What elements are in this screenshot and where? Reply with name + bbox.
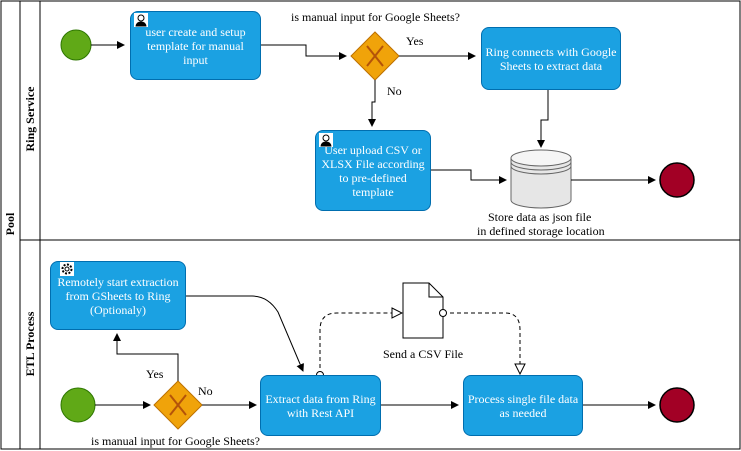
- end-event-etl: [659, 387, 695, 423]
- end-event-ring: [659, 162, 695, 198]
- message-flow-doc-origin: [439, 309, 447, 317]
- task-process-file-label: Process single file data as needed: [467, 391, 579, 420]
- start-event-etl: [60, 387, 96, 423]
- task-user-upload-label: User upload CSV or XLSX File according t…: [321, 142, 425, 199]
- exclusive-gateway-bottom: [153, 380, 203, 430]
- task-setup-template[interactable]: user create and setup template for manua…: [130, 11, 261, 80]
- task-user-upload[interactable]: User upload CSV or XLSX File according t…: [315, 130, 431, 211]
- gateway-top-no-label: No: [387, 84, 402, 98]
- lane-label-etl-process: ETL Process: [23, 311, 37, 377]
- message-label: Send a CSV File: [383, 347, 464, 361]
- lane-label-ring-service: Ring Service: [23, 86, 37, 152]
- gateway-bottom-yes-label: Yes: [146, 367, 164, 381]
- datastore-label-line1: Store data as json file: [488, 210, 592, 224]
- task-ring-connects-label: Ring connects with Google Sheets to extr…: [485, 44, 617, 73]
- datastore-label-line2: in defined storage location: [477, 224, 605, 238]
- flow-setup-to-gateway: [261, 44, 347, 60]
- flow-upload-to-store: [431, 169, 507, 184]
- user-task-icon: [319, 133, 333, 147]
- gateway-top-question: is manual input for Google Sheets?: [291, 10, 460, 24]
- gateway-bottom-no-label: No: [198, 384, 213, 398]
- task-remote-start-label: Remotely start extraction from GSheets t…: [57, 274, 179, 317]
- start-event-ring: [60, 29, 92, 61]
- flow-connect-to-store: [537, 90, 549, 148]
- gateway-bottom-question: is manual input for Google Sheets?: [91, 434, 260, 448]
- message-flow-to-document: [319, 313, 402, 375]
- exclusive-gateway-top: [350, 31, 400, 81]
- gateway-top-yes-label: Yes: [406, 34, 424, 48]
- task-extract-data[interactable]: Extract data from Ring with Rest API: [260, 375, 381, 436]
- pool-label: Pool: [3, 212, 17, 236]
- flow-gateway-no: [368, 80, 376, 127]
- datastore-icon: [510, 149, 572, 209]
- task-extract-data-label: Extract data from Ring with Rest API: [265, 391, 376, 420]
- task-setup-template-label: user create and setup template for manua…: [145, 24, 246, 67]
- service-task-gear-icon: [60, 262, 74, 276]
- flow-remote-to-extract: [186, 295, 304, 372]
- task-process-file[interactable]: Process single file data as needed: [463, 375, 583, 436]
- message-flow-to-process: [443, 312, 520, 374]
- message-document-icon: [402, 282, 444, 339]
- flow-gateway-yes-up: [113, 333, 179, 381]
- user-task-icon: [134, 13, 148, 27]
- task-ring-connects[interactable]: Ring connects with Google Sheets to extr…: [481, 27, 621, 90]
